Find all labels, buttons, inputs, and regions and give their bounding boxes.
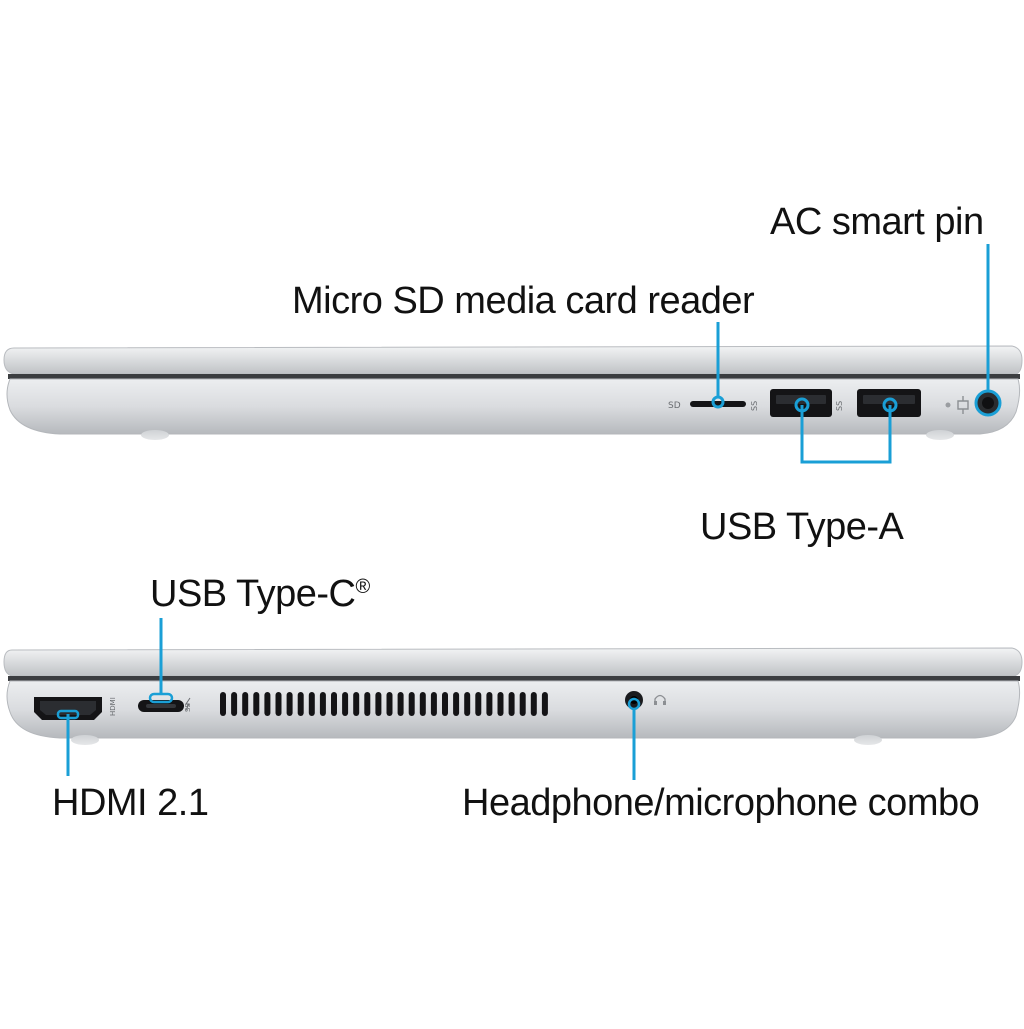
callout-headphone-combo: Headphone/microphone combo bbox=[462, 782, 980, 824]
vent-slot bbox=[364, 692, 371, 716]
vent-slot bbox=[519, 692, 526, 716]
left-side-lid bbox=[3, 647, 1023, 677]
sd-marking: SD bbox=[668, 401, 681, 411]
vent-slot bbox=[297, 692, 304, 716]
right-side-lid bbox=[3, 345, 1023, 375]
vent-slot bbox=[475, 692, 482, 716]
vent-slot bbox=[508, 692, 515, 716]
vent-slot bbox=[231, 692, 238, 716]
vent-slot bbox=[530, 692, 537, 716]
vent-slot bbox=[275, 692, 282, 716]
power-plug-icon bbox=[957, 396, 969, 414]
vent-slot bbox=[253, 692, 260, 716]
vent-slot bbox=[430, 692, 437, 716]
usb-ss-icon: SS bbox=[184, 703, 192, 712]
vent-slot bbox=[464, 692, 471, 716]
bottom-callout-lines bbox=[66, 618, 636, 780]
right-side-foot-left bbox=[141, 430, 169, 440]
callout-hdmi: HDMI 2.1 bbox=[52, 782, 209, 824]
vent-slot bbox=[419, 692, 426, 716]
usb-a-leader bbox=[800, 405, 892, 464]
usb-ss-icon: SS bbox=[835, 401, 844, 411]
callout-usb-type-c-label: USB Type-C bbox=[150, 573, 356, 615]
usb-ss-icon: SS bbox=[750, 401, 759, 411]
top-callout-lines bbox=[716, 244, 990, 464]
laptop-right-side: SD SS SS bbox=[3, 345, 1023, 440]
vent-slot bbox=[486, 692, 493, 716]
vent-slot bbox=[331, 692, 337, 716]
vent-slot bbox=[319, 692, 326, 716]
callout-micro-sd-reader: Micro SD media card reader bbox=[292, 280, 755, 322]
vent-slot bbox=[541, 692, 548, 716]
vent-slot bbox=[264, 692, 271, 716]
laptop-left-side: HDMI SS bbox=[3, 647, 1023, 745]
vent-slot bbox=[353, 692, 360, 716]
micro-sd-slot bbox=[690, 401, 746, 407]
vent-slot bbox=[286, 692, 293, 716]
callout-usb-type-a: USB Type-A bbox=[700, 506, 904, 548]
registered-mark: ® bbox=[355, 576, 370, 598]
callout-ac-smart-pin: AC smart pin bbox=[770, 201, 984, 243]
vent-slot bbox=[308, 692, 315, 716]
charge-led bbox=[945, 402, 951, 408]
vent-slot bbox=[242, 692, 249, 716]
vent-slot bbox=[453, 692, 460, 716]
cooling-vent bbox=[220, 692, 548, 716]
right-side-base bbox=[6, 378, 1021, 435]
vent-slot bbox=[386, 692, 393, 716]
hdmi-marking: HDMI bbox=[109, 697, 117, 716]
left-side-seam bbox=[8, 676, 1020, 681]
headphone-icon bbox=[654, 694, 666, 705]
vent-slot bbox=[375, 692, 382, 716]
thunderbolt-icon bbox=[185, 697, 191, 711]
vent-slot bbox=[442, 692, 448, 716]
vent-slot bbox=[342, 692, 349, 716]
right-side-foot-right bbox=[926, 430, 954, 440]
vent-slot bbox=[497, 692, 504, 716]
right-side-seam bbox=[8, 374, 1020, 379]
callout-usb-type-c: USB Type-C® bbox=[150, 575, 370, 613]
vent-slot bbox=[220, 692, 226, 716]
vent-slot bbox=[408, 692, 415, 716]
vent-slot bbox=[397, 692, 404, 716]
